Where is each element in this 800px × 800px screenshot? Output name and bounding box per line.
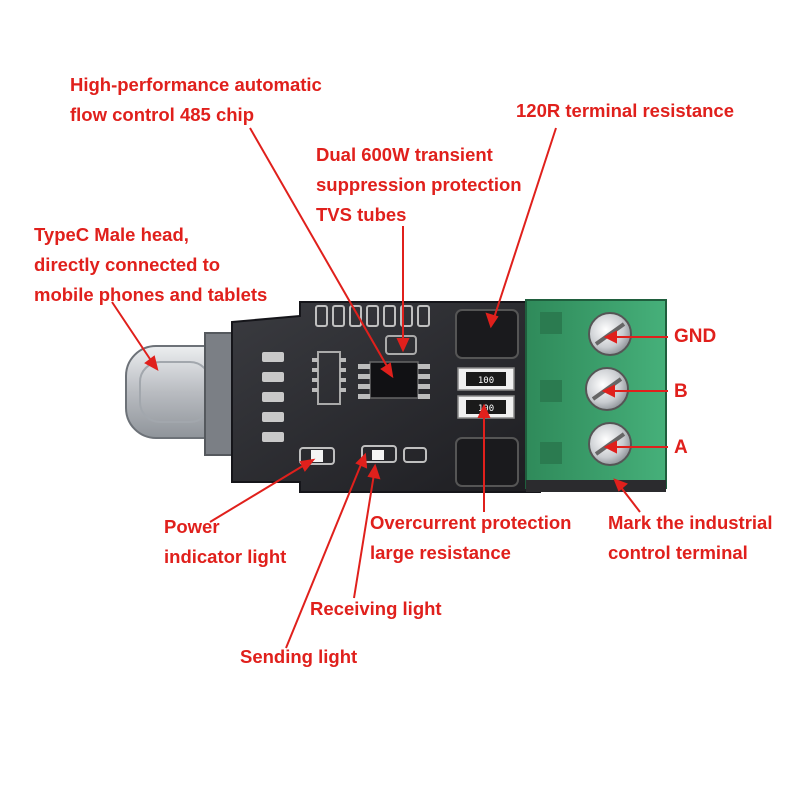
label-line: mobile phones and tablets <box>34 284 268 305</box>
label-line: TypeC Male head, <box>34 224 189 245</box>
label-rs485-chip: High-performance automatic flow control … <box>70 70 322 130</box>
label-overcurrent: Overcurrent protection large resistance <box>370 508 572 568</box>
label-tvs: Dual 600W transient suppression protecti… <box>316 140 522 230</box>
terminal-label-b: B <box>674 381 688 402</box>
label-power-led: Power indicator light <box>164 512 286 572</box>
label-line: 120R terminal resistance <box>516 100 735 121</box>
label-sending-led: Sending light <box>240 642 357 672</box>
label-terminal-block: Mark the industrial control terminal <box>608 508 772 568</box>
terminal-label-gnd: GND <box>674 326 717 347</box>
resistor-top-label: 100 <box>478 376 494 386</box>
label-line: suppression protection <box>316 174 522 195</box>
label-line: Power <box>164 516 220 537</box>
terminal-label-a: A <box>674 437 688 458</box>
label-line: Sending light <box>240 646 358 667</box>
label-line: Mark the industrial <box>608 512 773 533</box>
label-line: large resistance <box>370 542 511 563</box>
label-line: directly connected to <box>34 254 221 275</box>
small-ic <box>312 351 346 405</box>
label-line: Dual 600W transient <box>316 144 493 165</box>
pcb: 100 100 <box>231 301 541 493</box>
label-line: Receiving light <box>310 598 442 619</box>
label-line: Overcurrent protection <box>370 512 572 533</box>
label-line: flow control 485 chip <box>70 104 254 125</box>
resistor-top: 100 <box>457 367 515 391</box>
rs485-chip <box>358 361 430 399</box>
label-termination-resistor: 120R terminal resistance <box>516 96 734 126</box>
label-typec: TypeC Male head, directly connected to m… <box>34 220 267 310</box>
label-line: High-performance automatic <box>70 74 322 95</box>
terminal-block <box>525 299 667 492</box>
label-receiving-led: Receiving light <box>310 594 442 624</box>
label-line: TVS tubes <box>316 204 407 225</box>
label-line: indicator light <box>164 546 287 567</box>
label-line: control terminal <box>608 542 748 563</box>
